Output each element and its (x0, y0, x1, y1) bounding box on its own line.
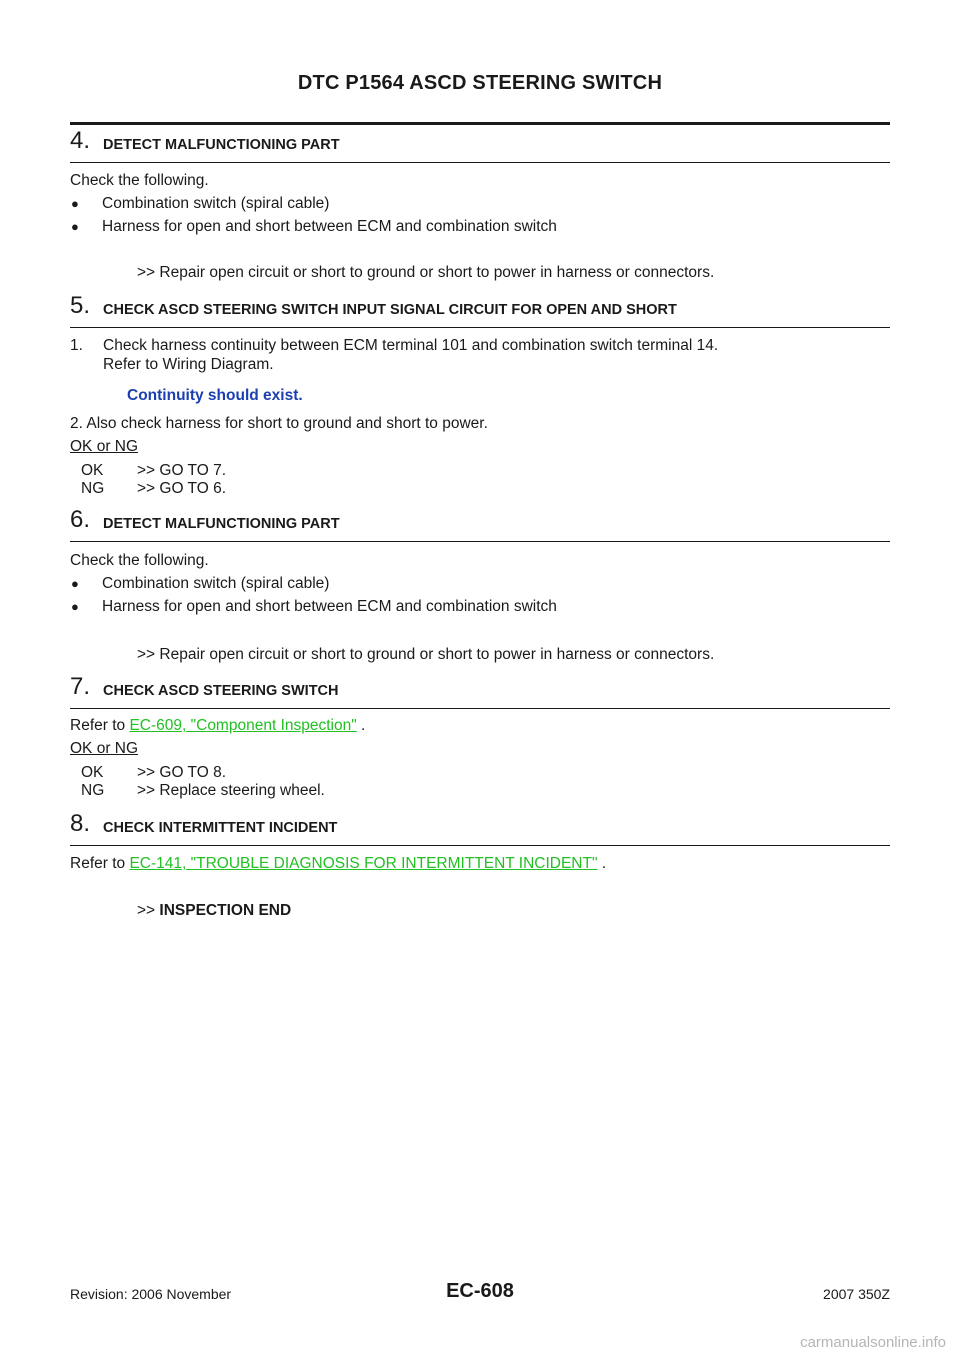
step-4-number: 4. (70, 127, 91, 154)
step-5-title: CHECK ASCD STEERING SWITCH INPUT SIGNAL … (103, 302, 677, 318)
step-5-specification: Continuity should exist. (127, 387, 303, 404)
step-8-title: CHECK INTERMITTENT INCIDENT (103, 820, 338, 836)
step-7-ok-result: >> GO TO 8. (137, 764, 227, 781)
step-5-ok-result: >> GO TO 7. (137, 462, 227, 479)
step-6-intro: Check the following. (70, 552, 209, 569)
bullet-icon: ● (71, 196, 79, 211)
step-5-header: 5. CHECK ASCD STEERING SWITCH INPUT SIGN… (70, 288, 890, 328)
footer-page-number: EC-608 (446, 1280, 514, 1302)
watermark: carmanualsonline.info (800, 1334, 946, 1351)
step-5-ng-label: NG (81, 480, 105, 497)
step-7-title: CHECK ASCD STEERING SWITCH (103, 683, 339, 699)
step-8-number: 8. (70, 810, 91, 837)
step-5-divider (70, 327, 890, 328)
step-5-item-1-line-2: Refer to Wiring Diagram. (103, 356, 274, 373)
step-4-header: 4. DETECT MALFUNCTIONING PART (70, 123, 890, 163)
bullet-icon: ● (71, 599, 79, 614)
footer-revision: Revision: 2006 November (70, 1286, 232, 1302)
step-7-refer-suffix: . (361, 717, 366, 734)
step-6-header: 6. DETECT MALFUNCTIONING PART (70, 502, 890, 542)
step-4-bullet-2: Harness for open and short between ECM a… (102, 218, 557, 235)
step-5-ok-or-ng: OK or NG (70, 438, 139, 455)
step-8-reference-link[interactable]: EC-141, "TROUBLE DIAGNOSIS FOR INTERMITT… (129, 855, 598, 872)
step-8-divider (70, 845, 890, 846)
step-6-number: 6. (70, 506, 91, 533)
step-5-item-1-number: 1. (70, 337, 83, 354)
footer-model: 2007 350Z (823, 1286, 890, 1302)
step-6-bullet-2: Harness for open and short between ECM a… (102, 598, 557, 615)
step-8-result: >> INSPECTION END (137, 902, 291, 920)
step-7-header: 7. CHECK ASCD STEERING SWITCH (70, 669, 890, 709)
title-divider (70, 122, 890, 125)
step-4-divider (70, 162, 890, 163)
step-7-ng-label: NG (81, 782, 105, 799)
step-4-intro: Check the following. (70, 172, 209, 189)
step-5-ok-label: OK (81, 462, 104, 479)
step-5-item-2: 2. Also check harness for short to groun… (70, 415, 488, 432)
step-8-header: 8. CHECK INTERMITTENT INCIDENT (70, 806, 890, 846)
step-5-item-1-line-1: Check harness continuity between ECM ter… (103, 337, 719, 354)
step-7-ok-label: OK (81, 764, 104, 781)
bullet-icon: ● (71, 576, 79, 591)
step-8-refer-suffix: . (601, 855, 607, 872)
step-7-reference-link[interactable]: EC-609, "Component Inspection" (129, 717, 357, 734)
step-5-ng-result: >> GO TO 6. (137, 480, 227, 497)
step-8-refer-prefix: Refer to (70, 855, 126, 872)
step-5-number: 5. (70, 292, 91, 319)
step-7-divider (70, 708, 890, 709)
step-6-result: >> Repair open circuit or short to groun… (137, 646, 715, 663)
step-7-ng-result: >> Replace steering wheel. (137, 782, 325, 799)
step-8-result-arrow: >> (137, 902, 156, 919)
step-7-refer-prefix: Refer to (70, 717, 126, 734)
step-8-refer: Refer to EC-141, "TROUBLE DIAGNOSIS FOR … (70, 855, 606, 873)
step-4-title: DETECT MALFUNCTIONING PART (103, 137, 340, 153)
step-8-result-text: INSPECTION END (159, 902, 292, 919)
step-4-result: >> Repair open circuit or short to groun… (137, 264, 715, 281)
step-7-ok-or-ng: OK or NG (70, 740, 139, 757)
step-7-refer: Refer to EC-609, "Component Inspection" … (70, 717, 365, 735)
page-title: DTC P1564 ASCD STEERING SWITCH (297, 72, 663, 94)
bullet-icon: ● (71, 219, 79, 234)
step-7-number: 7. (70, 673, 91, 700)
step-6-divider (70, 541, 890, 542)
step-6-bullet-1: Combination switch (spiral cable) (102, 575, 330, 592)
step-4-bullet-1: Combination switch (spiral cable) (102, 195, 330, 212)
step-6-title: DETECT MALFUNCTIONING PART (103, 516, 340, 532)
